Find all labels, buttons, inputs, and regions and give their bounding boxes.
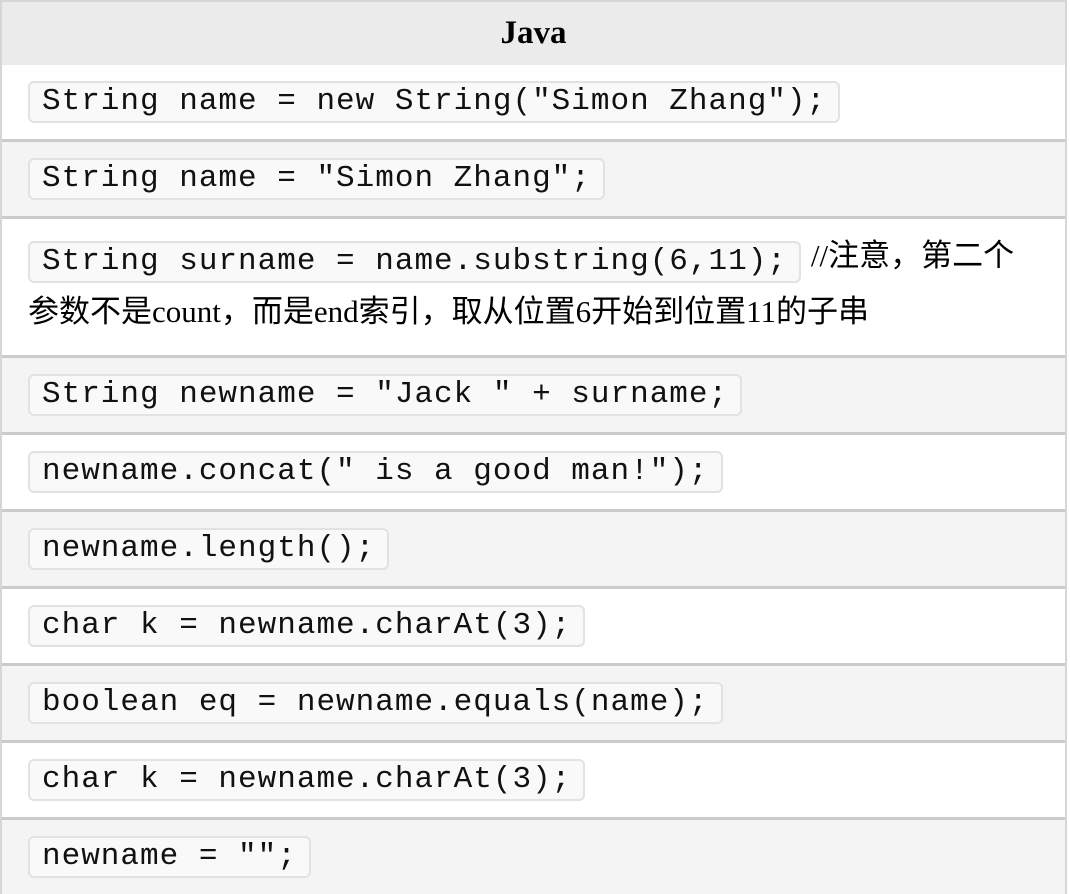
table-row: char k = newname.charAt(3); bbox=[2, 586, 1065, 663]
code-snippet: char k = newname.charAt(3); bbox=[28, 605, 586, 648]
code-snippet: String newname = "Jack " + surname; bbox=[28, 374, 743, 417]
table-row: String name = new String("Simon Zhang"); bbox=[2, 65, 1065, 139]
code-snippet: char k = newname.charAt(3); bbox=[28, 759, 586, 802]
code-snippet: newname = ""; bbox=[28, 836, 311, 879]
table-row: newname.concat(" is a good man!"); bbox=[2, 432, 1065, 509]
code-snippet: String surname = name.substring(6,11); bbox=[28, 241, 801, 284]
code-snippet: String name = "Simon Zhang"; bbox=[28, 158, 605, 201]
table-row: String surname = name.substring(6,11);//… bbox=[2, 216, 1065, 355]
table-row: String newname = "Jack " + surname; bbox=[2, 355, 1065, 432]
table-row: boolean eq = newname.equals(name); bbox=[2, 663, 1065, 740]
code-snippet: newname.concat(" is a good man!"); bbox=[28, 451, 723, 494]
code-snippet: String name = new String("Simon Zhang"); bbox=[28, 81, 841, 124]
code-comment: //注意，第二个参数不是count，而是end索引，取从位置6开始到位置11的子… bbox=[28, 238, 1015, 329]
table-body: String name = new String("Simon Zhang");… bbox=[2, 65, 1065, 894]
code-snippet: boolean eq = newname.equals(name); bbox=[28, 682, 723, 725]
code-snippet: newname.length(); bbox=[28, 528, 390, 571]
table-row: newname = ""; bbox=[2, 817, 1065, 894]
table-row: newname.length(); bbox=[2, 509, 1065, 586]
table-row: String name = "Simon Zhang"; bbox=[2, 139, 1065, 216]
table-title: Java bbox=[500, 15, 567, 51]
table-header: Java bbox=[2, 2, 1065, 65]
table-row: char k = newname.charAt(3); bbox=[2, 740, 1065, 817]
